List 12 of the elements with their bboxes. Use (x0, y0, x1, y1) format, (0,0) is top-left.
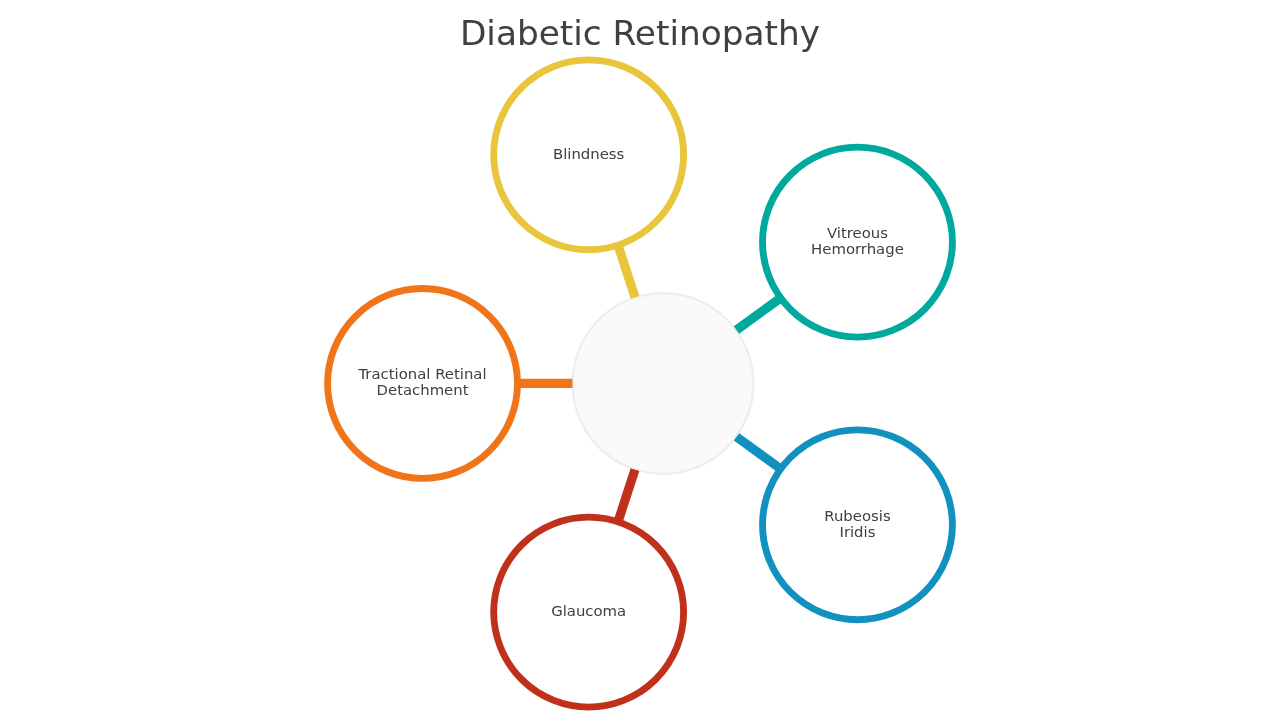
connector (733, 294, 784, 334)
node-circle: Vitreous Hemorrhage (759, 143, 956, 341)
node-circle: Glaucoma (490, 513, 688, 711)
node-circle: Rubeosis Iridis (759, 426, 956, 624)
diagram-title: Diabetic Retinopathy (459, 12, 821, 53)
connector (613, 468, 640, 523)
node-circle (571, 291, 755, 475)
node-circle: Blindness (490, 56, 688, 254)
node-circle: Tractional Retinal Detachment (324, 285, 521, 482)
connector (733, 433, 784, 473)
connector (517, 378, 573, 389)
connector (613, 244, 640, 299)
